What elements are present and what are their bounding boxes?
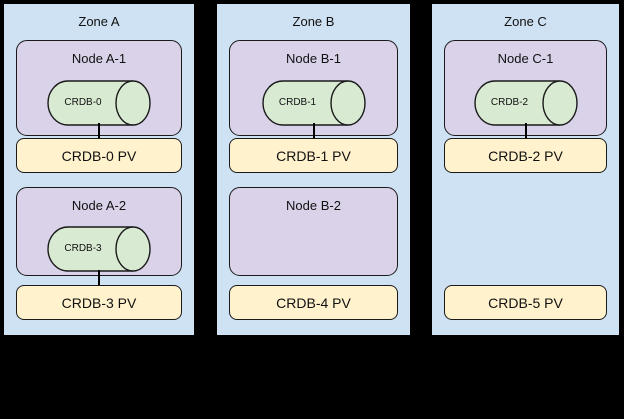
zone-c: Zone C Node C-1 CRDB-2 CRDB-2 PV CRDB-5 … <box>430 2 621 337</box>
connector-crdb1-pv <box>312 123 315 140</box>
node-b2: Node B-2 <box>229 187 398 276</box>
node-a2-label: Node A-2 <box>71 198 127 213</box>
cylinder-icon <box>47 80 151 126</box>
pv-crdb-1: CRDB-1 PV <box>229 138 398 173</box>
pod-crdb-3-label: CRDB-3 <box>64 243 102 254</box>
connector-crdb0-pv <box>98 123 100 140</box>
pod-crdb-3: CRDB-3 <box>47 226 151 272</box>
node-b1: Node B-1 CRDB-1 <box>229 40 398 136</box>
zone-c-label: Zone C <box>504 14 547 29</box>
zone-b: Zone B Node B-1 CRDB-1 CRDB-1 PV Node B-… <box>215 2 412 337</box>
pv-crdb-0: CRDB-0 PV <box>16 138 182 173</box>
node-b1-label: Node B-1 <box>286 51 341 66</box>
node-b2-label: Node B-2 <box>286 198 341 213</box>
node-a1: Node A-1 CRDB-0 <box>16 40 182 136</box>
connector-crdb3-pv <box>98 270 100 287</box>
cylinder-icon <box>261 80 366 126</box>
node-a2: Node A-2 CRDB-3 <box>16 187 182 276</box>
zone-a-label: Zone A <box>78 14 120 29</box>
node-c1-label: Node C-1 <box>497 51 554 66</box>
cylinder-icon <box>473 80 578 126</box>
pod-crdb-0-label: CRDB-0 <box>64 97 102 108</box>
pod-crdb-0: CRDB-0 <box>47 80 151 126</box>
pod-crdb-1-label: CRDB-1 <box>278 97 317 108</box>
zone-b-label: Zone B <box>292 14 335 29</box>
pv-crdb-0-label: CRDB-0 PV <box>61 147 137 164</box>
pod-crdb-2: CRDB-2 <box>473 80 578 126</box>
node-a1-label: Node A-1 <box>71 51 127 66</box>
pv-crdb-4: CRDB-4 PV <box>229 285 398 320</box>
pv-crdb-5: CRDB-5 PV <box>444 285 607 320</box>
pv-crdb-2-label: CRDB-2 PV <box>488 147 563 164</box>
pv-crdb-1-label: CRDB-1 PV <box>276 147 351 164</box>
pv-crdb-3: CRDB-3 PV <box>16 285 182 320</box>
pv-crdb-5-label: CRDB-5 PV <box>488 294 563 311</box>
node-c1: Node C-1 CRDB-2 <box>444 40 607 136</box>
zone-a: Zone A Node A-1 CRDB-0 CRDB-0 PV Node A-… <box>2 2 196 337</box>
cylinder-icon <box>47 226 151 272</box>
pv-crdb-4-label: CRDB-4 PV <box>276 294 351 311</box>
pod-crdb-2-label: CRDB-2 <box>490 97 529 108</box>
pv-crdb-2: CRDB-2 PV <box>444 138 607 173</box>
pv-crdb-3-label: CRDB-3 PV <box>61 294 137 311</box>
connector-crdb2-pv <box>524 123 527 140</box>
pod-crdb-1: CRDB-1 <box>261 80 366 126</box>
